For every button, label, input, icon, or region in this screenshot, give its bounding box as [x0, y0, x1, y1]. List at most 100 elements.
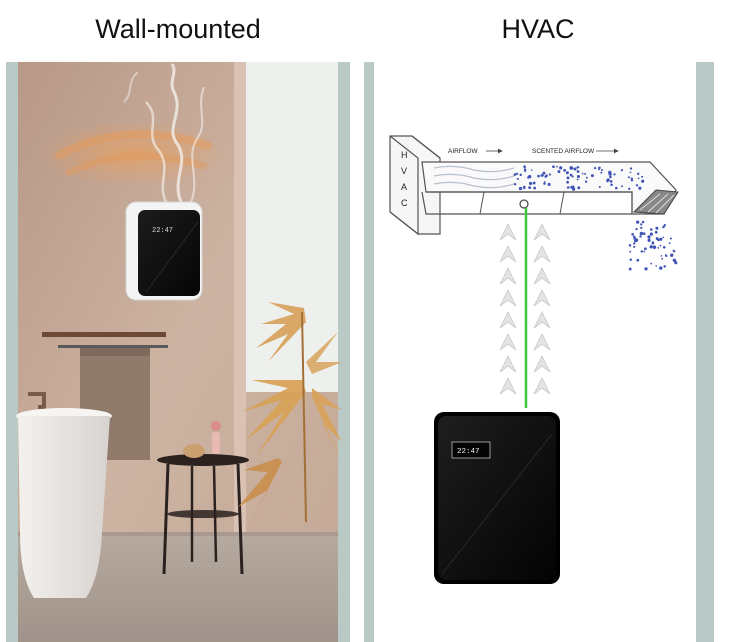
scent-particle: [634, 236, 637, 239]
up-arrow-icon: [499, 289, 517, 307]
scent-particle: [523, 187, 526, 190]
scent-particle: [552, 165, 555, 169]
scent-particle: [527, 176, 530, 179]
scent-particle: [633, 242, 636, 245]
hvac-diagram: H V A C: [364, 62, 714, 642]
scent-particle: [572, 187, 576, 191]
scent-particle: [662, 236, 665, 239]
scent-particle: [636, 220, 640, 224]
scent-particle: [668, 242, 671, 245]
scent-particle: [610, 183, 613, 187]
scent-particle: [628, 267, 632, 271]
scent-particle: [664, 254, 667, 257]
up-arrow-icon: [533, 333, 551, 351]
bread-bowl: [183, 444, 205, 458]
scent-particle: [655, 226, 659, 230]
scent-particle: [630, 179, 634, 182]
scented-airflow-label: SCENTED AIRFLOW: [532, 148, 595, 155]
scent-particle: [532, 181, 536, 185]
scent-particle: [644, 267, 648, 271]
scent-particle: [655, 265, 658, 267]
up-arrow-icon: [533, 267, 551, 285]
wall-edge: [234, 62, 246, 542]
scent-particle: [543, 181, 546, 184]
up-arrow-icon: [499, 267, 517, 285]
scent-particle: [533, 186, 537, 190]
scent-particle: [639, 235, 642, 238]
scent-particle: [635, 184, 639, 187]
scent-particle: [649, 232, 653, 236]
bathroom-photo: 22:47: [6, 62, 350, 642]
scent-particle: [633, 245, 636, 248]
scent-particle: [672, 258, 677, 263]
scent-particle: [629, 171, 632, 174]
scent-particle: [657, 247, 660, 249]
scent-particle: [627, 176, 630, 179]
up-arrow-icon: [499, 377, 517, 395]
scent-particle: [581, 172, 584, 175]
scent-particle: [643, 250, 646, 253]
scent-particle: [640, 250, 644, 253]
scent-particle: [557, 170, 561, 174]
scent-particle: [609, 180, 613, 183]
scent-particle: [642, 232, 646, 235]
scent-particle: [659, 237, 663, 241]
scent-particle: [523, 166, 526, 169]
scent-particle: [593, 166, 597, 170]
scent-particle: [649, 245, 653, 249]
scent-particle: [542, 171, 546, 175]
scent-particle: [513, 173, 517, 176]
scent-particle: [641, 175, 644, 178]
scent-particle: [608, 172, 612, 176]
scent-particle: [573, 167, 577, 171]
up-arrow-icon: [499, 245, 517, 263]
doorway-light: [242, 62, 338, 392]
hvac-letter-a: A: [401, 182, 407, 192]
scent-particle: [641, 220, 645, 224]
scent-particle: [615, 186, 618, 190]
scent-particle: [651, 241, 655, 245]
hvac-scent-device: 22:47: [434, 412, 560, 584]
up-arrow-icon: [499, 333, 517, 351]
scent-particle: [528, 186, 531, 189]
up-arrow-icon: [499, 223, 517, 241]
device-face: [438, 416, 556, 580]
scent-particle: [585, 176, 588, 179]
scent-particle: [635, 227, 638, 231]
air-duct: [421, 161, 679, 215]
scent-particle: [584, 180, 588, 183]
scent-particle: [640, 226, 643, 230]
wall-diffuser: 22:47: [125, 201, 203, 301]
diffuser-display: 22:47: [152, 227, 173, 235]
hvac-title: HVAC: [501, 14, 575, 44]
scent-particle: [662, 245, 666, 249]
hvac-unit-box: H V A C: [389, 135, 441, 236]
scent-particle: [659, 244, 662, 247]
scent-particle: [570, 185, 574, 189]
wall-mounted-title: Wall-mounted: [95, 14, 261, 44]
scent-particle: [650, 228, 653, 231]
up-arrow-icon: [499, 311, 517, 329]
scent-particle: [606, 178, 610, 182]
palm-leaves: [238, 302, 342, 532]
scent-particle: [569, 166, 573, 170]
device-display-text: 22:47: [457, 448, 480, 456]
scent-particle: [650, 262, 653, 265]
up-arrow-icon: [533, 355, 551, 373]
scent-particle: [638, 186, 642, 190]
pedestal-sink: [16, 408, 112, 598]
scent-particle: [674, 261, 678, 265]
scent-particle: [513, 182, 517, 186]
injection-nozzle: [519, 199, 529, 209]
diffuser-face: [138, 210, 200, 296]
scent-particle: [516, 177, 519, 180]
scent-particle: [655, 237, 659, 241]
scent-particle: [576, 174, 581, 179]
scent-particle: [543, 182, 546, 185]
scent-particle: [576, 178, 579, 181]
scent-particle: [528, 181, 533, 186]
side-table: [157, 421, 249, 575]
scent-particle: [629, 250, 632, 253]
scent-particle: [629, 167, 633, 170]
